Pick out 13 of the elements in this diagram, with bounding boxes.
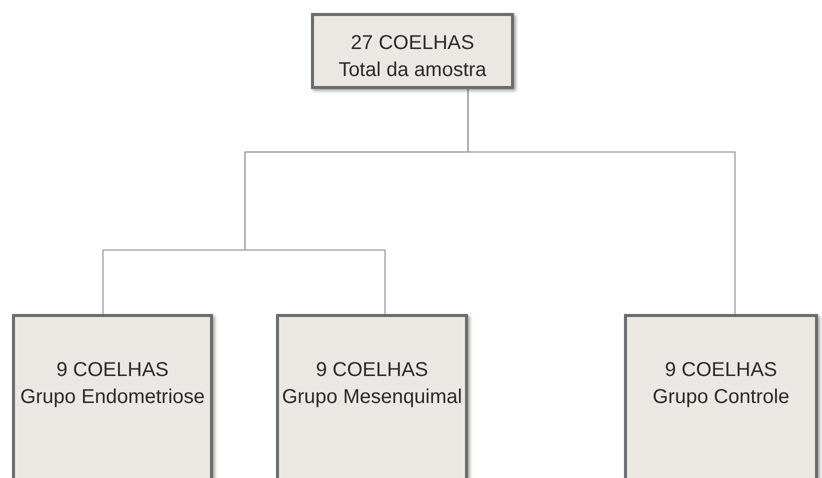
count-label: 9 COELHAS (316, 358, 428, 383)
group-box (12, 314, 213, 478)
group-box (276, 314, 468, 478)
connector-line (467, 89, 736, 314)
count-label: 9 COELHAS (56, 358, 169, 383)
group-label: Grupo Controle (652, 385, 790, 410)
group-box (311, 13, 514, 89)
group-label: Grupo Mesenquimal (282, 385, 462, 410)
count-label: 27 COELHAS (350, 31, 474, 56)
group-label: Total da amostra (338, 58, 486, 83)
group-label: Grupo Endometriose (20, 385, 205, 410)
group-box (624, 314, 818, 478)
count-label: 9 COELHAS (664, 358, 778, 383)
